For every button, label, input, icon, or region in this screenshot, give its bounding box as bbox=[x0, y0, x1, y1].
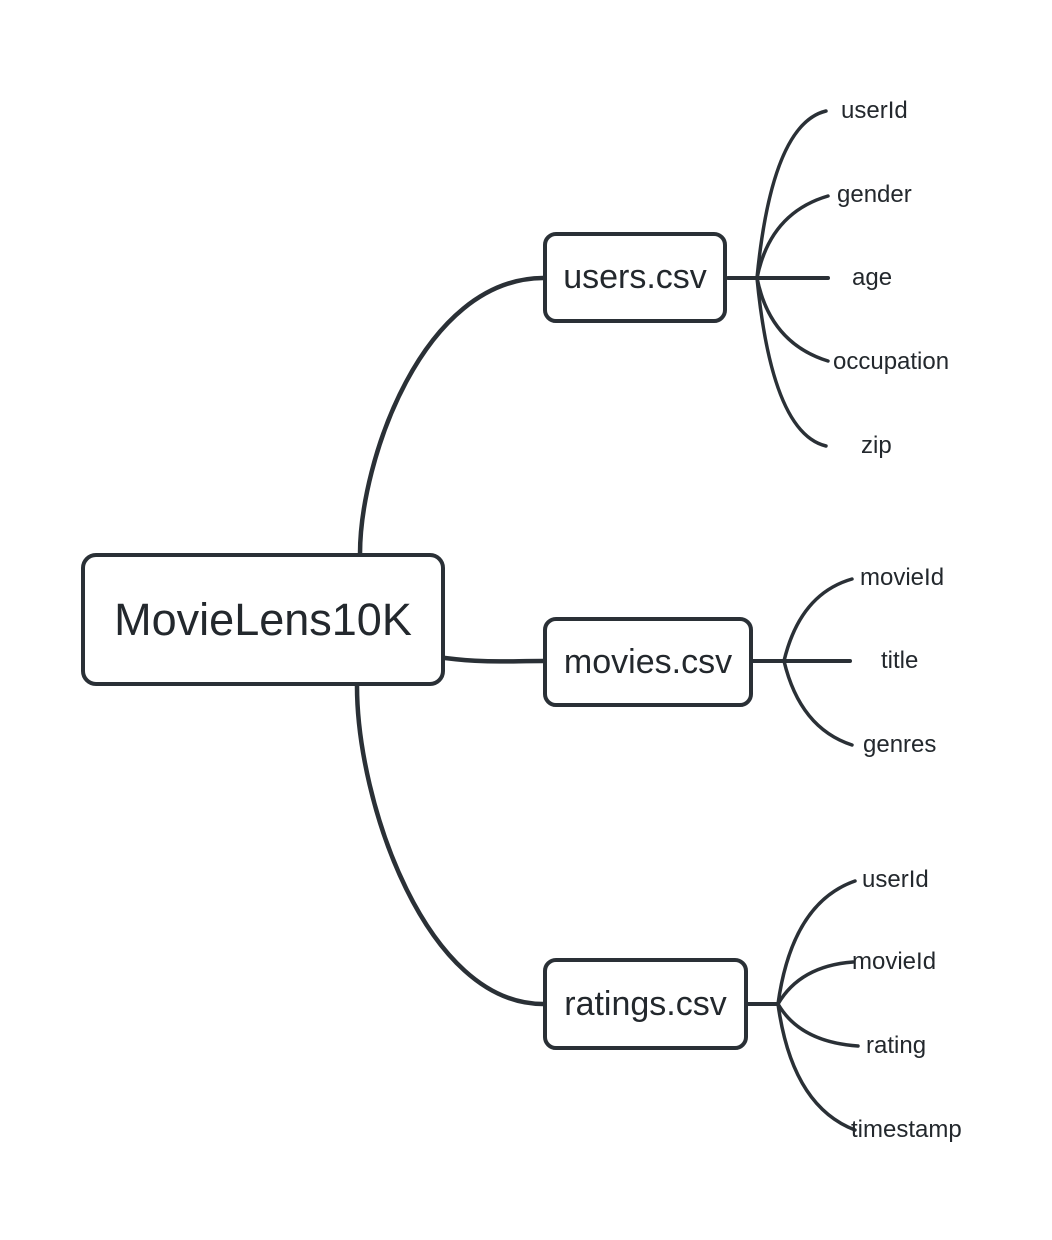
edge-ratings-rating bbox=[776, 1002, 860, 1048]
node-ratings-csv: ratings.csv bbox=[543, 958, 748, 1050]
leaf-users-gender: gender bbox=[837, 181, 912, 208]
edge-root-ratings bbox=[354, 683, 546, 1007]
edge-users-gender bbox=[755, 194, 830, 280]
leaf-movies-genres: genres bbox=[863, 731, 937, 758]
leaf-movies-title: title bbox=[881, 647, 919, 674]
edge-movies-movieid bbox=[782, 577, 854, 663]
node-movielens10k: MovieLens10K bbox=[81, 553, 445, 686]
leaf-users-age: age bbox=[852, 264, 893, 291]
node-users-csv: users.csv bbox=[543, 232, 727, 323]
edge-root-users bbox=[357, 275, 546, 557]
edge-users-userid bbox=[755, 109, 828, 280]
edge-users-occupation bbox=[755, 276, 830, 363]
leaf-movies-movieid: movieId bbox=[860, 564, 945, 591]
leaf-ratings-userid: userId bbox=[862, 866, 929, 893]
edge-ratings-userid bbox=[776, 879, 857, 1006]
node-movies-csv: movies.csv bbox=[543, 617, 753, 707]
edge-movies-genres bbox=[782, 659, 854, 747]
leaf-ratings-rating: rating bbox=[866, 1032, 927, 1059]
leaf-ratings-movieid: movieId bbox=[852, 948, 937, 975]
leaf-users-occupation: occupation bbox=[833, 348, 950, 375]
edge-ratings-movieid bbox=[776, 960, 855, 1006]
edge-ratings-timestamp bbox=[776, 1002, 857, 1132]
leaf-ratings-timestamp: timestamp bbox=[851, 1116, 962, 1143]
leaf-users-zip: zip bbox=[861, 432, 892, 459]
leaf-users-userid: userId bbox=[841, 97, 908, 124]
edge-root-movies bbox=[442, 655, 546, 664]
edge-users-zip bbox=[755, 276, 828, 448]
